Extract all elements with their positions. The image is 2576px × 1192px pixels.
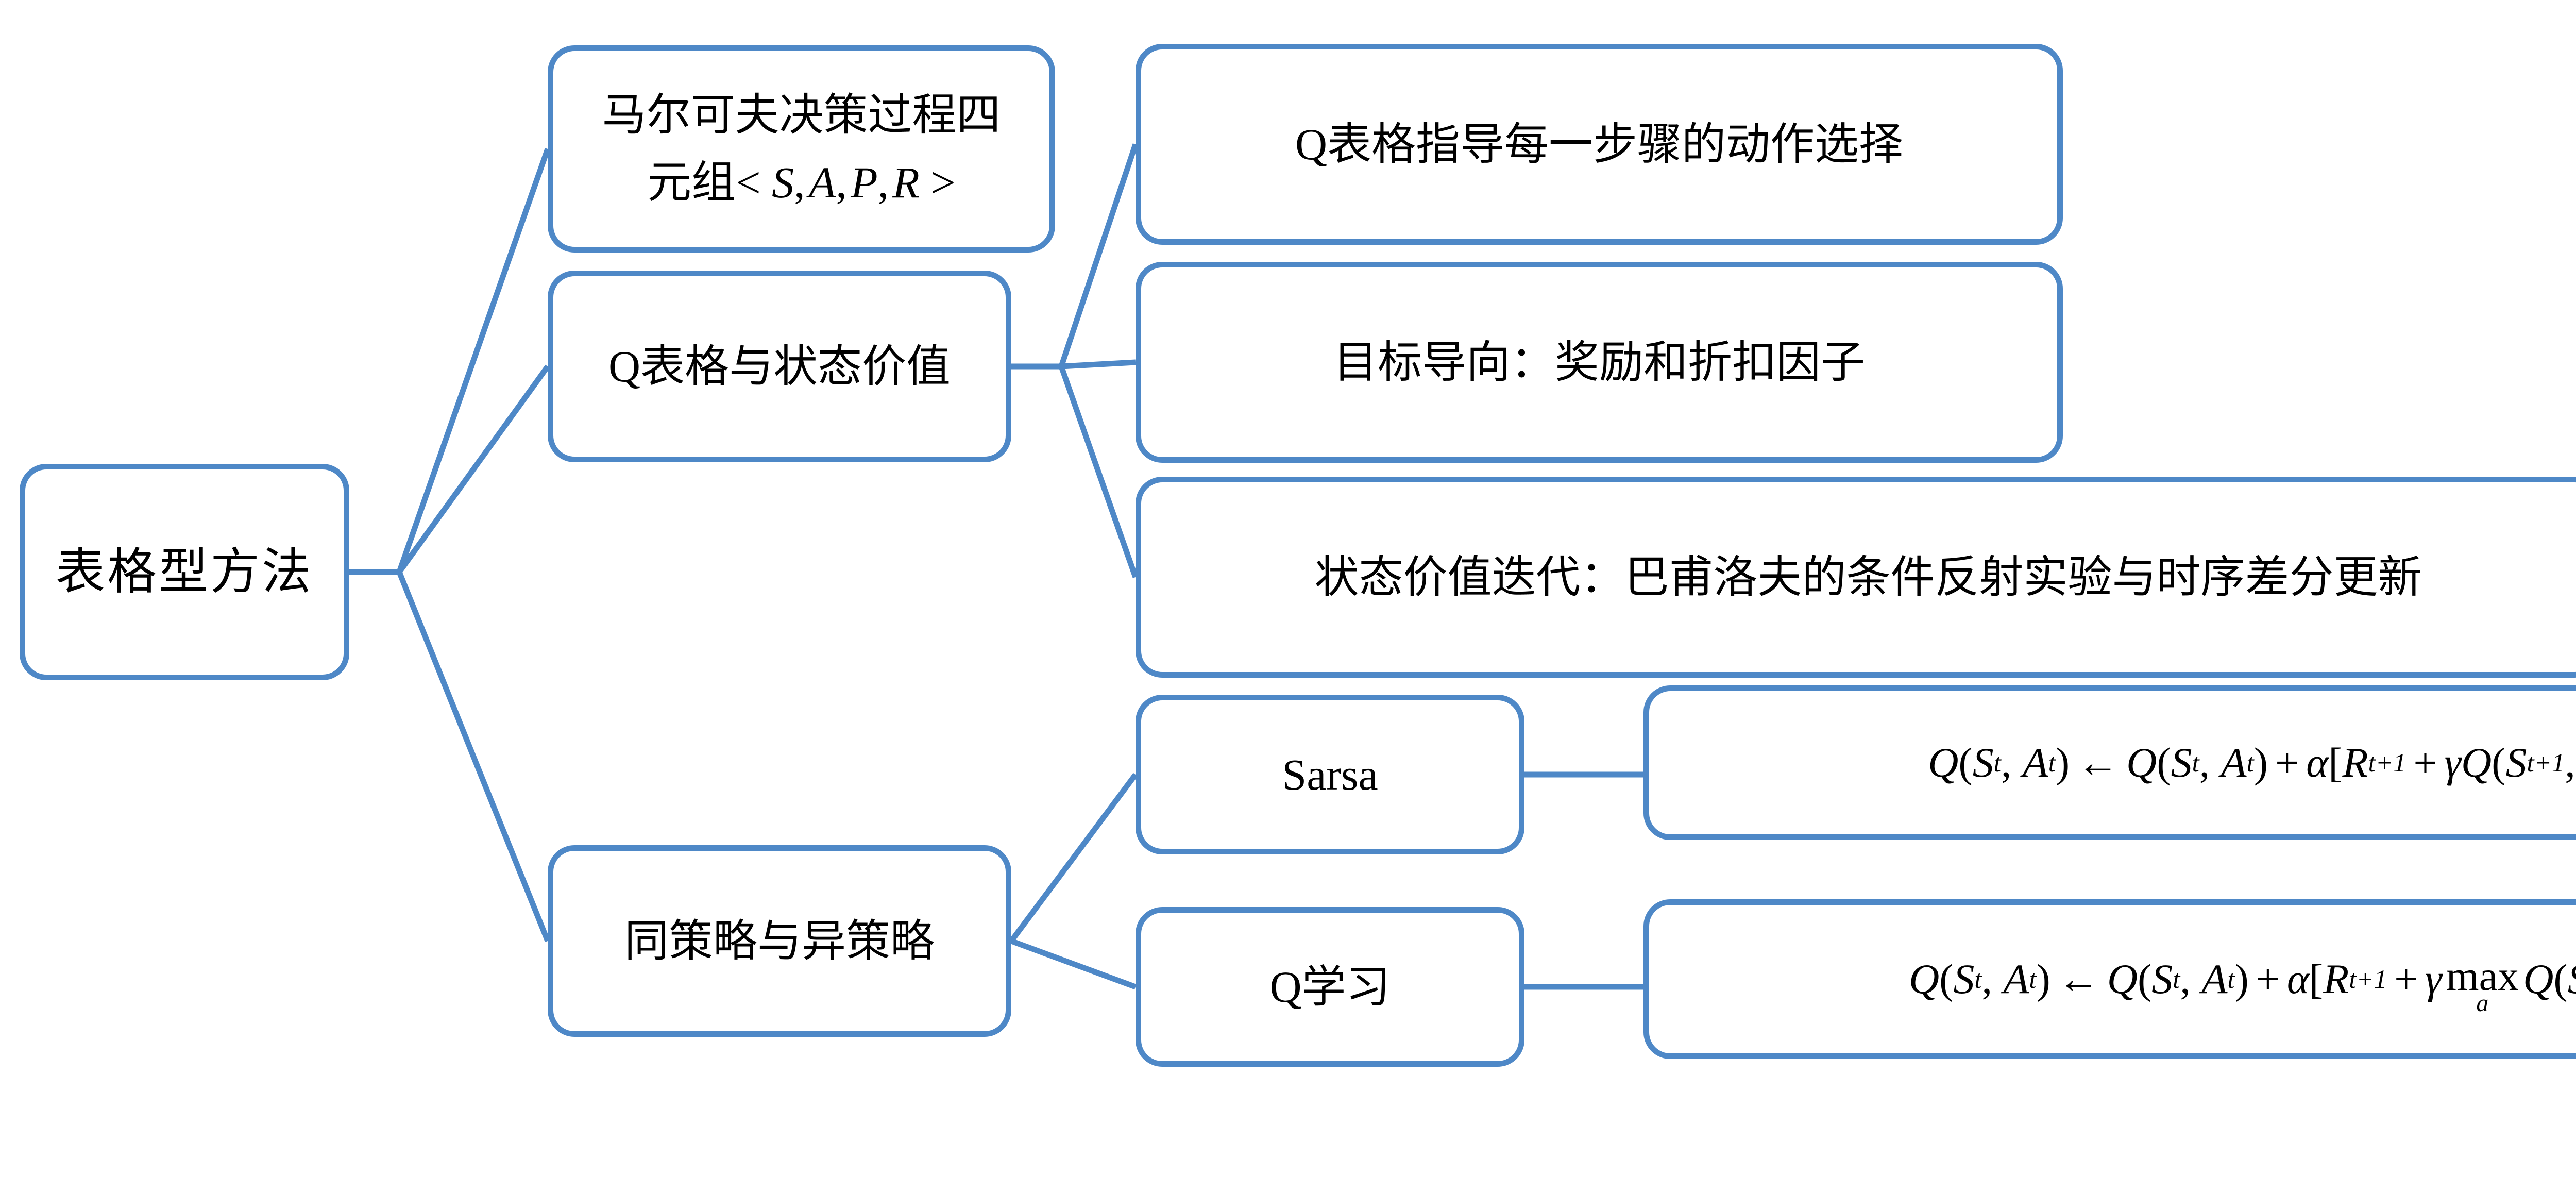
node-goal-label: 目标导向：奖励和折扣因子 [1333, 337, 1865, 387]
node-qtable-state-value[interactable]: Q表格与状态价值 [548, 271, 1011, 462]
node-q-table-guides-action[interactable]: Q表格指导每一步骤的动作选择 [1136, 44, 2063, 245]
node-mdp-label: 马尔可夫决策过程四元组< S, A, P, R > [591, 81, 1012, 216]
connector-policy-qlearning [1010, 938, 1137, 990]
node-root-label: 表格型方法 [56, 544, 313, 599]
connector-qtable-valueiter [1058, 365, 1139, 578]
connector-root-mdp [396, 148, 551, 573]
node-mdp-tuple[interactable]: 马尔可夫决策过程四元组< S, A, P, R > [548, 45, 1055, 253]
connector-qtable-goal [1061, 359, 1136, 370]
node-mdp-line2-math: < S, A, P, R > [736, 158, 956, 207]
connector-policy-sarsa [1009, 773, 1138, 943]
node-policy-label: 同策略与异策略 [624, 916, 935, 966]
node-sarsa[interactable]: Sarsa [1136, 695, 1524, 854]
node-value-iter-label: 状态价值迭代：巴甫洛夫的条件反射实验与时序差分更新 [1314, 552, 2422, 602]
sarsa-formula-math: Q(St, At)←Q(St, At)+α[Rt+1+γQ(St+1, At+1… [1928, 739, 2575, 786]
qlearning-formula-math: Q(St, At)←Q(St, At)+α[Rt+1+γmaxaQ(St+1, … [1908, 952, 2576, 1017]
node-sarsa-label: Sarsa [1282, 749, 1378, 799]
connector-root-policy [396, 570, 551, 943]
node-root-tabular-methods[interactable]: 表格型方法 [20, 464, 349, 680]
node-q-guide-label: Q表格指导每一步骤的动作选择 [1295, 119, 1904, 169]
connector-qtable-qguide [1058, 143, 1139, 367]
node-q-learning-update-formula[interactable]: Q(St, At)←Q(St, At)+α[Rt+1+γmaxaQ(St+1, … [1643, 899, 2576, 1059]
node-goal-oriented-reward-discount[interactable]: 目标导向：奖励和折扣因子 [1136, 262, 2063, 463]
node-qtable-label: Q表格与状态价值 [608, 341, 951, 391]
node-q-learning[interactable]: Q学习 [1136, 907, 1524, 1067]
connector-root-qtable [397, 364, 550, 574]
node-onpolicy-offpolicy[interactable]: 同策略与异策略 [548, 845, 1011, 1037]
node-mdp-line2-prefix: 元组 [647, 158, 736, 207]
node-state-value-iteration[interactable]: 状态价值迭代：巴甫洛夫的条件反射实验与时序差分更新 [1136, 477, 2576, 678]
node-qlearning-label: Q学习 [1269, 962, 1391, 1012]
node-mdp-line1: 马尔可夫决策过程四 [602, 90, 1001, 140]
node-sarsa-update-formula[interactable]: Q(St, At)←Q(St, At)+α[Rt+1+γQ(St+1, At+1… [1643, 685, 2576, 840]
